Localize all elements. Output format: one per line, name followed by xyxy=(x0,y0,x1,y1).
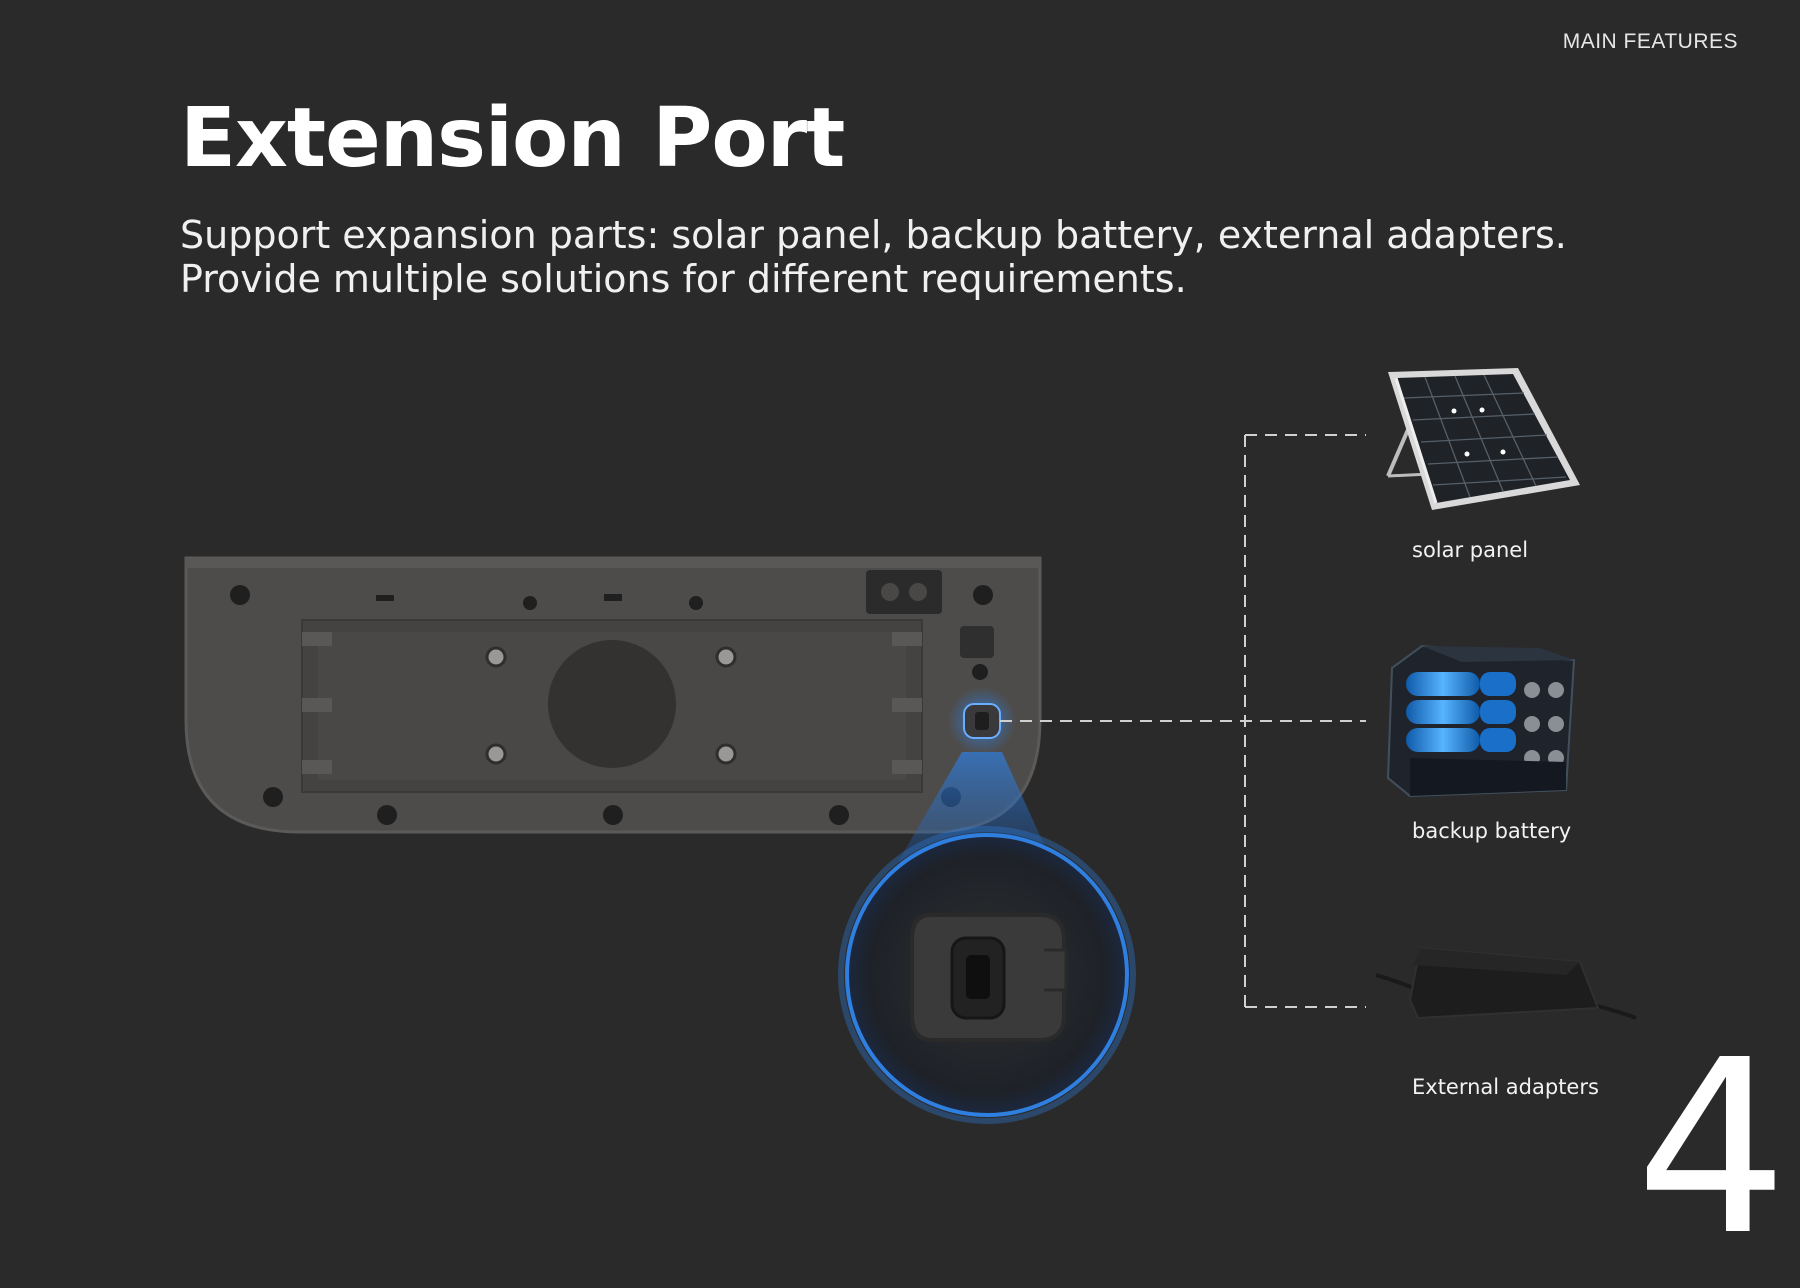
connector-lines xyxy=(1000,434,1366,1008)
extension-port-highlight xyxy=(948,687,1016,755)
subtitle-line-1: Support expansion parts: solar panel, ba… xyxy=(180,213,1567,257)
page-subtitle: Support expansion parts: solar panel, ba… xyxy=(180,213,1640,301)
device-body xyxy=(184,556,1042,834)
zoom-beam xyxy=(898,752,1052,862)
solar-panel-icon xyxy=(1386,368,1580,510)
page-number: 4 xyxy=(1635,1008,1788,1288)
battery-pack-icon xyxy=(1386,644,1576,798)
mounting-bolts xyxy=(485,646,737,765)
accessory-label-external-adapters: External adapters xyxy=(1412,1075,1599,1099)
port-zoom-view xyxy=(838,826,1136,1124)
product-diagram xyxy=(184,368,1637,1124)
accessory-label-solar-panel: solar panel xyxy=(1412,538,1529,562)
subtitle-line-2: Provide multiple solutions for different… xyxy=(180,257,1187,301)
section-label: MAIN FEATURES xyxy=(1562,30,1738,53)
page-title: Extension Port xyxy=(180,91,845,186)
power-adapter-icon xyxy=(1375,946,1637,1020)
accessory-label-backup-battery: backup battery xyxy=(1412,819,1572,843)
